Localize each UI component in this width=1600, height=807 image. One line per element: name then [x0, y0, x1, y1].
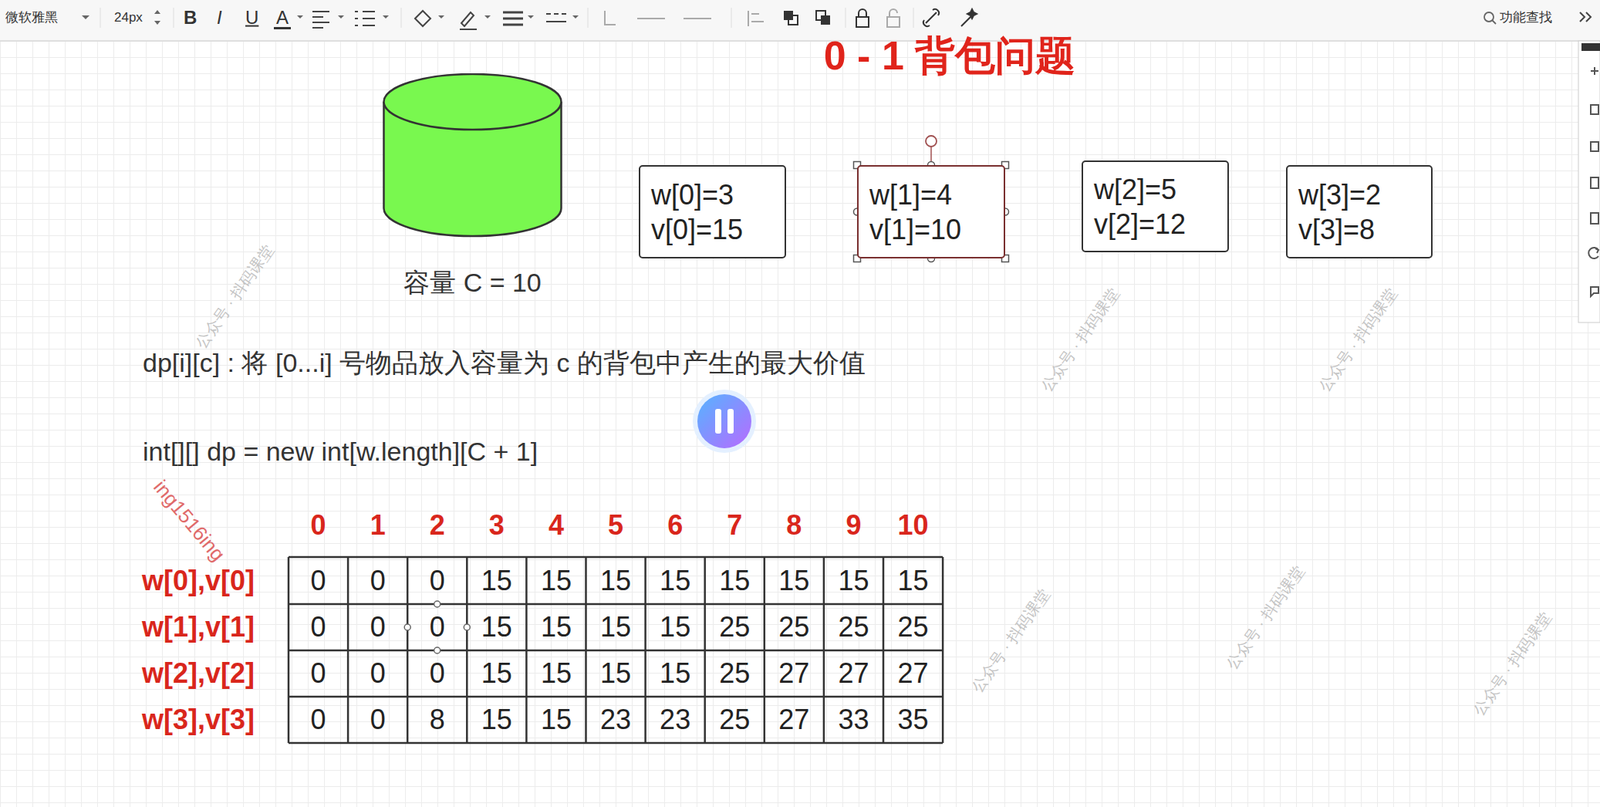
dp-cell: 0: [429, 610, 446, 644]
dp-cell: 15: [659, 656, 691, 690]
capacity-header: 3: [489, 508, 505, 542]
dp-cell: 15: [481, 563, 513, 598]
canvas-grid: [0, 40, 1600, 807]
weight-text: w[3]=2: [1298, 177, 1381, 213]
weight-text: w[1]=4: [869, 177, 952, 213]
dp-cell: 15: [600, 656, 632, 690]
capacity-header: 9: [845, 508, 861, 542]
user-watermark: ing1516ing: [148, 475, 230, 567]
item-box: w[1]=4v[1]=10: [857, 165, 1006, 259]
capacity-header: 6: [667, 508, 683, 542]
dp-cell: 15: [540, 610, 572, 644]
dp-cell: 15: [897, 563, 929, 598]
dp-cell: 0: [429, 563, 446, 598]
dp-table-grid: [288, 556, 943, 743]
dp-cell: 0: [310, 702, 327, 736]
dp-cell: 33: [837, 702, 869, 736]
weight-text: w[0]=3: [651, 177, 734, 213]
capacity-label: 容量 C = 10: [403, 266, 542, 299]
dp-cell: 8: [429, 702, 446, 736]
capacity-cylinder: 容量 C = 10: [382, 73, 563, 305]
dp-cell: 25: [897, 610, 929, 644]
watermark: 公众号 · 抖码课堂: [1222, 561, 1308, 672]
dp-cell: 0: [370, 702, 386, 736]
dp-cell: 0: [370, 610, 386, 644]
dp-cell: 15: [837, 563, 869, 598]
dp-cell: 15: [481, 656, 513, 690]
dp-cell: 15: [659, 610, 691, 644]
dp-cell: 23: [659, 702, 691, 736]
item-box: w[3]=2v[3]=8: [1286, 165, 1433, 259]
value-text: v[2]=12: [1093, 206, 1186, 242]
capacity-header: 5: [607, 508, 624, 542]
dp-cell: 0: [370, 656, 386, 690]
cylinder-shape: [382, 73, 563, 239]
search-label: 功能查找: [1499, 10, 1553, 26]
dp-cell: 25: [718, 610, 750, 644]
watermark: 公众号 · 抖码课堂: [1037, 283, 1123, 395]
dp-cell: 15: [481, 610, 513, 644]
dp-cell: 25: [718, 702, 750, 736]
item-box: w[2]=5v[2]=12: [1081, 160, 1229, 253]
dp-cell: 25: [718, 656, 750, 690]
bold-button: B: [183, 6, 197, 30]
capacity-header: 10: [897, 508, 929, 542]
dp-cell: 15: [600, 563, 632, 598]
item-row-label: w[0],v[0]: [141, 563, 255, 598]
toolbar: [0, 0, 1600, 41]
capacity-header: 0: [310, 508, 327, 542]
dp-cell: 0: [429, 656, 446, 690]
side-panel: [1578, 40, 1600, 323]
dp-cell: 15: [718, 563, 750, 598]
font-select: 微软雅黑: [5, 10, 58, 26]
dp-cell: 15: [540, 656, 572, 690]
dp-cell: 15: [540, 702, 572, 736]
italic-button: I: [216, 6, 223, 30]
watermark: 公众号 · 抖码课堂: [1469, 607, 1555, 719]
dp-cell: 27: [778, 656, 810, 690]
diagram-title: 0 - 1 背包问题: [823, 31, 1077, 80]
watermark: 公众号 · 抖码课堂: [968, 584, 1054, 696]
dp-cell: 0: [310, 610, 327, 644]
dp-cell: 0: [310, 563, 327, 598]
item-row-label: w[3],v[3]: [141, 702, 255, 736]
selection-handles: [854, 135, 1010, 263]
dp-definition: dp[i][c] : 将 [0...i] 号物品放入容量为 c 的背包中产生的最…: [142, 347, 866, 379]
dp-declaration: int[][] dp = new int[w.length][C + 1]: [142, 435, 538, 468]
value-text: v[3]=8: [1298, 212, 1375, 247]
dp-cell: 25: [837, 610, 869, 644]
capacity-header: 4: [548, 508, 564, 542]
capacity-header: 7: [726, 508, 743, 542]
dp-cell: 15: [481, 702, 513, 736]
item-row-label: w[1],v[1]: [141, 610, 255, 644]
dp-cell: 0: [310, 656, 327, 690]
capacity-header: 8: [786, 508, 802, 542]
dp-cell: 35: [897, 702, 929, 736]
watermark: 公众号 · 抖码课堂: [1315, 283, 1401, 395]
dp-cell: 27: [778, 702, 810, 736]
item-row-label: w[2],v[2]: [141, 656, 255, 690]
dp-cell: 15: [600, 610, 632, 644]
pause-button: [692, 389, 757, 453]
item-box: w[0]=3v[0]=15: [638, 165, 787, 259]
dp-cell: 0: [370, 563, 386, 598]
font-size-select: 24px: [114, 10, 143, 26]
value-text: v[0]=15: [651, 212, 743, 247]
underline-button: U: [245, 6, 259, 30]
watermark: 公众号 · 抖码课堂: [192, 240, 277, 352]
value-text: v[1]=10: [869, 212, 962, 247]
weight-text: w[2]=5: [1093, 172, 1177, 207]
dp-cell: 15: [659, 563, 691, 598]
dp-cell: 23: [600, 702, 632, 736]
font-color-button: A: [276, 6, 289, 30]
dp-cell: 25: [778, 610, 810, 644]
dp-cell: 27: [897, 656, 929, 690]
dp-cell: 27: [837, 656, 869, 690]
cell-handles: [404, 600, 470, 654]
dp-cell: 15: [540, 563, 572, 598]
capacity-header: 1: [370, 508, 386, 542]
dp-cell: 15: [778, 563, 810, 598]
capacity-header: 2: [429, 508, 446, 542]
